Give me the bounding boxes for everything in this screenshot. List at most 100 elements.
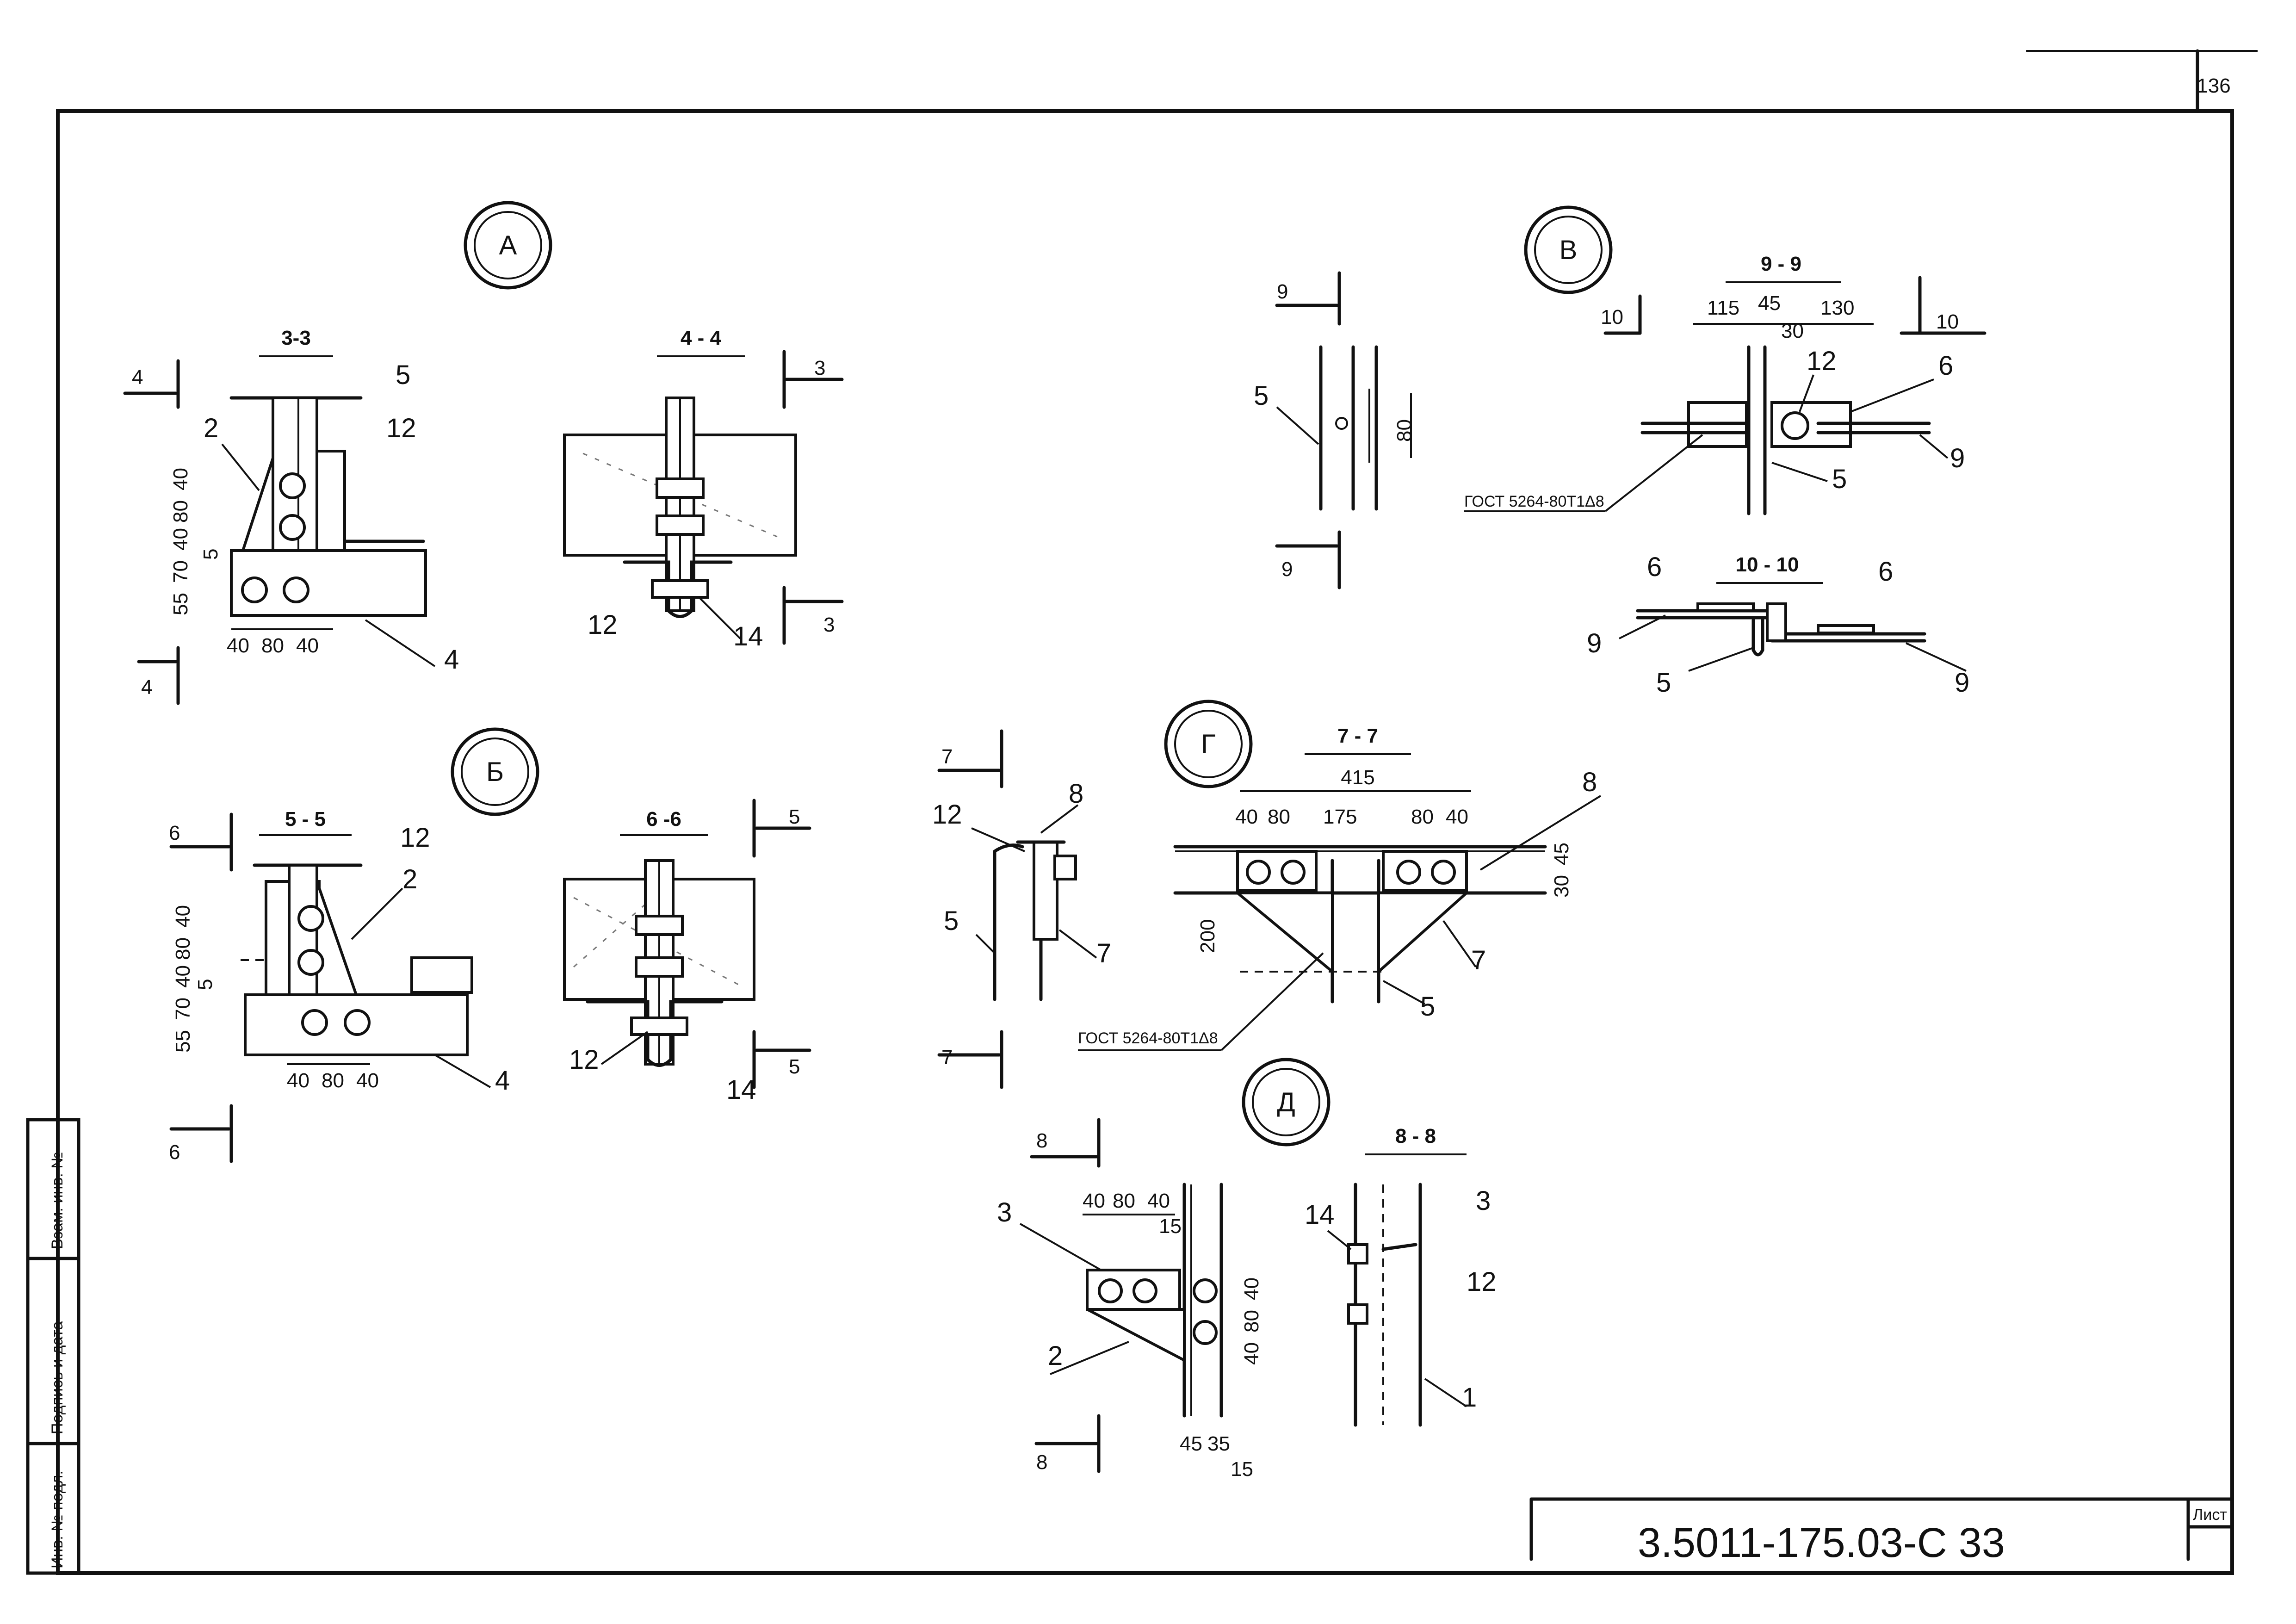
part-3: 3: [997, 1197, 1012, 1227]
side-stamp-inv-label: Инв. № подл.: [49, 1470, 66, 1568]
cut-6-bottom: 6: [169, 1141, 180, 1164]
part-5: 5: [396, 360, 410, 390]
drawing-designation: 3.5011-175.03-C 33: [1638, 1520, 2005, 1566]
part-4: 4: [444, 645, 459, 675]
cut-10-left: 10: [1601, 306, 1623, 329]
section-8-8-title: 8 - 8: [1395, 1125, 1436, 1147]
dim-80: 80: [1393, 419, 1416, 442]
gost-weld-label: ГОСТ 5264-80Т1Δ8: [1464, 493, 1604, 510]
section-10-10: 10 - 10 6 6 9 9 5: [1587, 552, 1969, 698]
cut-3-bottom: 3: [823, 614, 835, 636]
part-7: 7: [1471, 945, 1486, 975]
node-v-marker: В: [1524, 205, 1613, 294]
dim-v-5: 5: [199, 549, 222, 560]
cut-7-bottom: 7: [941, 1046, 953, 1069]
cut-10-right: 10: [1936, 310, 1959, 333]
cut-6-top: 6: [169, 822, 180, 844]
dim-v-40b: 40: [172, 905, 194, 928]
node-g-label: Г: [1201, 729, 1215, 759]
dim-v-80: 80: [1240, 1310, 1263, 1333]
section-3-3: 3-3 4 4 55 70 40 80 40 5 40 80 40 5 12 2…: [123, 327, 459, 705]
section-8-8: 8 - 8 14 3 12 1: [1305, 1125, 1497, 1427]
part-14: 14: [1305, 1200, 1335, 1230]
dim-45: 45: [1550, 843, 1573, 865]
dim-v-40a: 40: [169, 528, 192, 551]
cut-3-top: 3: [814, 357, 825, 379]
section-9-9-title: 9 - 9: [1761, 253, 1801, 275]
section-7-7: 7 - 7 415 40 80 175 80 40 200 30 45 8 7 …: [1078, 725, 1602, 1051]
dim-15: 15: [1159, 1215, 1182, 1238]
cut-5-top: 5: [789, 806, 800, 828]
part-14: 14: [726, 1075, 756, 1105]
part-4: 4: [495, 1066, 510, 1096]
dim-v-40b: 40: [169, 468, 192, 490]
dim-175: 175: [1323, 806, 1357, 828]
cut-8-bottom: 8: [1036, 1451, 1047, 1474]
dim-h-40b: 40: [296, 634, 319, 657]
part-3: 3: [1476, 1186, 1491, 1216]
part-9: 9: [1950, 443, 1965, 473]
part-2: 2: [1048, 1341, 1063, 1371]
dim-40a: 40: [1083, 1190, 1105, 1212]
node-b-marker: Б: [451, 727, 539, 816]
dim-15b: 15: [1231, 1458, 1253, 1481]
part-5: 5: [1420, 992, 1435, 1022]
part-9-left: 9: [1587, 628, 1602, 658]
dim-v-40a: 40: [172, 965, 194, 988]
section-4-4: 4 - 4 3 3 12 14: [563, 327, 844, 651]
section-9-view: 9 9 80 5: [1254, 271, 1416, 589]
part-12: 12: [1807, 346, 1837, 376]
section-9-9: 9 - 9 10 10 115 45 30 130 12 6 9 5 ГОСТ …: [1464, 253, 1987, 515]
node-a-label: А: [499, 230, 517, 260]
dim-h-40a: 40: [227, 634, 249, 657]
sheet-stamp-label: Лист: [2193, 1506, 2227, 1524]
section-5-5-title: 5 - 5: [285, 808, 326, 831]
section-10-10-title: 10 - 10: [1736, 553, 1799, 576]
section-8-view: 8 8 40 80 40 15 40 80 40 45 35 15 3 2: [997, 1118, 1263, 1481]
node-v-label: В: [1560, 235, 1578, 265]
dim-h-80: 80: [261, 634, 284, 657]
dim-v-80: 80: [172, 937, 194, 960]
part-9-right: 9: [1955, 668, 1969, 698]
node-b-label: Б: [486, 757, 504, 787]
part-5: 5: [1832, 464, 1847, 494]
dim-40a: 40: [1235, 806, 1258, 828]
dim-45: 45: [1180, 1432, 1202, 1455]
dim-80a: 80: [1268, 806, 1290, 828]
part-2: 2: [204, 413, 218, 443]
section-7-view: 7 7 8 12 5 7: [932, 729, 1111, 1089]
part-12: 12: [588, 610, 618, 640]
dim-45: 45: [1758, 292, 1781, 315]
section-7-7-title: 7 - 7: [1337, 725, 1378, 747]
dim-h-80: 80: [322, 1069, 344, 1092]
dim-v-40a: 40: [1240, 1342, 1263, 1365]
dim-v-55: 55: [169, 593, 192, 615]
part-6-right: 6: [1878, 557, 1893, 587]
node-g-marker: Г: [1164, 700, 1253, 788]
part-12: 12: [386, 413, 416, 443]
dim-80: 80: [1113, 1190, 1135, 1212]
node-d-label: Д: [1277, 1087, 1295, 1117]
cut-4-top: 4: [132, 366, 143, 389]
dim-30: 30: [1781, 320, 1804, 342]
dim-130: 130: [1820, 297, 1854, 319]
part-5: 5: [1254, 381, 1269, 411]
section-5-5: 5 - 5 6 6 55 70 40 80 40 5 40 80 40 12 2…: [169, 808, 510, 1164]
gost-weld-label: ГОСТ 5264-80Т1Δ8: [1078, 1029, 1218, 1047]
dim-35: 35: [1207, 1432, 1230, 1455]
section-6-6-title: 6 -6: [646, 808, 681, 831]
dim-115: 115: [1707, 297, 1739, 319]
page-number: 136: [2197, 74, 2230, 97]
node-a-marker: А: [464, 201, 552, 290]
dim-v-55: 55: [172, 1030, 194, 1053]
dim-40b: 40: [1147, 1190, 1170, 1212]
part-12: 12: [932, 800, 962, 830]
side-stamp-signature-label: Подпись и дата: [49, 1321, 66, 1434]
dim-v-40b: 40: [1240, 1277, 1263, 1300]
cut-8-top: 8: [1036, 1129, 1047, 1152]
part-8: 8: [1582, 767, 1597, 797]
dim-415: 415: [1341, 766, 1374, 789]
dim-v-80: 80: [169, 500, 192, 523]
section-6-6: 6 -6 5 5 12 14: [563, 799, 811, 1105]
